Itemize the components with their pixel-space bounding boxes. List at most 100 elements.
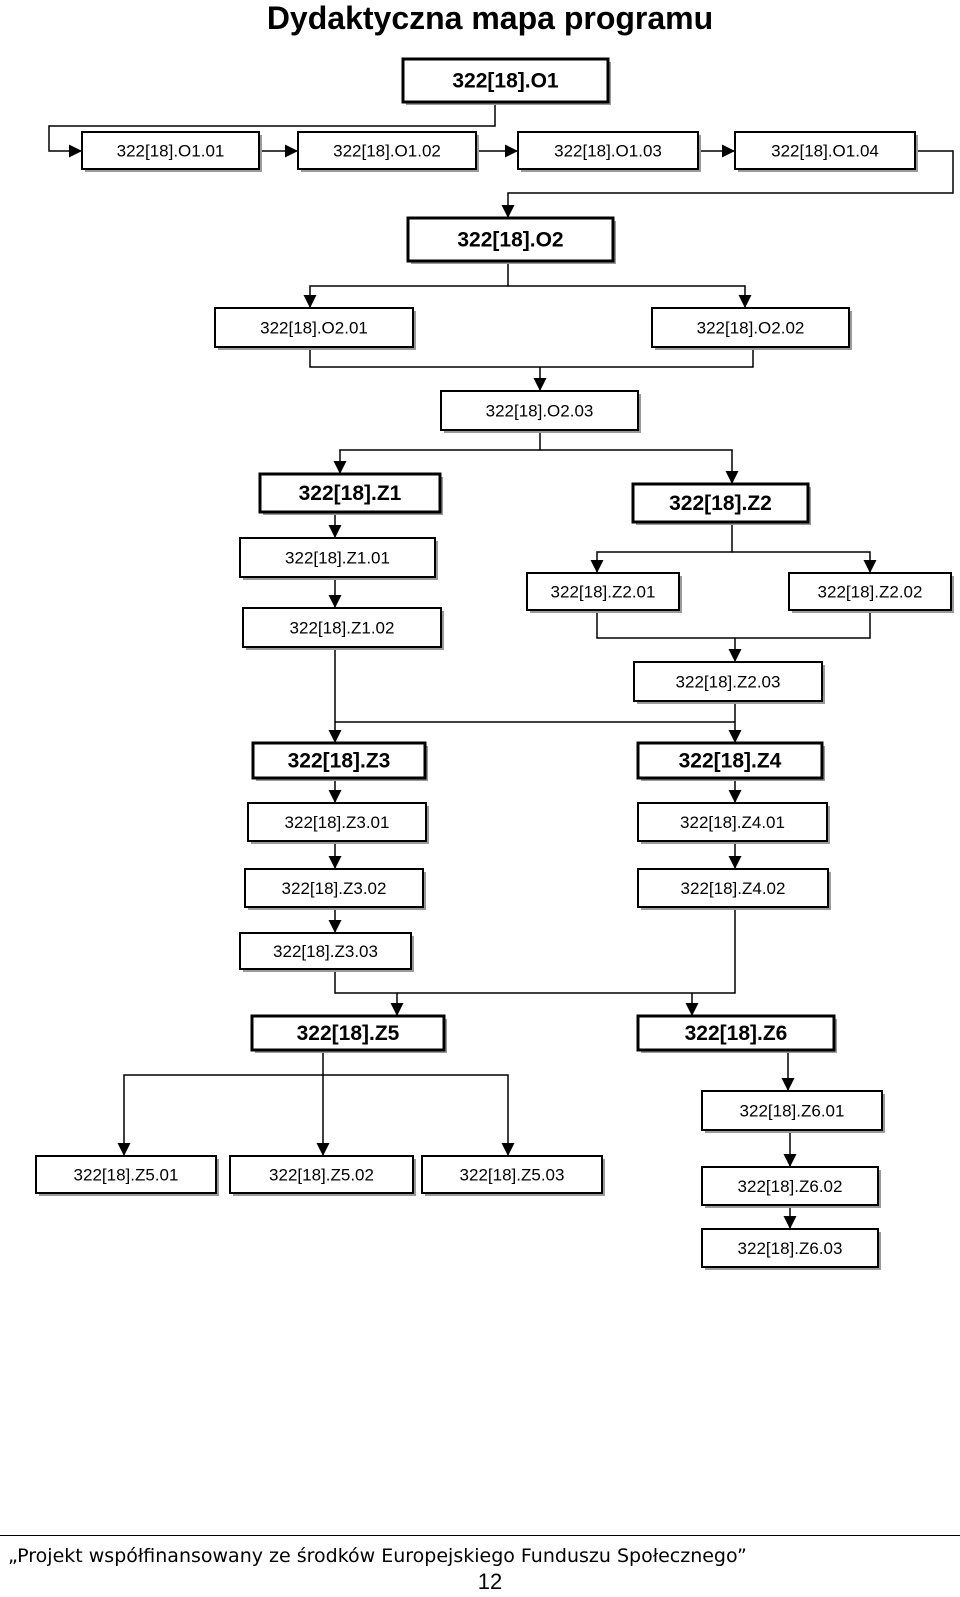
connector-o2-to-o202 [508, 285, 752, 308]
node-o2-02-label: 322[18].O2.02 [697, 319, 805, 338]
node-z1-02: 322[18].Z1.02 [242, 607, 444, 650]
footer-funding-note: „Projekt współfinansowany ze środków Eur… [8, 1545, 747, 1567]
connector-o203-to-z2 [540, 449, 739, 484]
node-o2-02: 322[18].O2.02 [651, 307, 852, 350]
program-map-diagram: 322[18].O1 322[18].O1.01 322[18].O1.02 322[… [35, 57, 954, 1270]
node-z6-02-box [701, 1166, 879, 1206]
page-title: Dydaktyczna mapa programu [266, 0, 714, 36]
node-o2-02-box [651, 307, 850, 348]
node-z4-02-label: 322[18].Z4.02 [681, 879, 786, 898]
node-o1-03-label: 322[18].O1.03 [554, 142, 662, 161]
node-o1-box [401, 57, 610, 104]
connector-o203-to-z1 [333, 430, 541, 474]
node-z2-01-box [526, 572, 680, 611]
node-o2-label: 322[18].O2 [457, 229, 563, 252]
node-o1-01-box [81, 131, 260, 170]
node-z5-01: 322[18].Z5.01 [35, 1155, 219, 1196]
node-z2-02-label: 322[18].Z2.02 [818, 583, 923, 602]
node-z5-03-box [421, 1155, 603, 1194]
node-z5-01-box [35, 1155, 217, 1194]
node-z3-02-label: 322[18].Z3.02 [282, 879, 387, 898]
node-z1-01-box [239, 537, 436, 578]
node-o2: 322[18].O2 [406, 216, 616, 264]
connector-z203-to-z4 [335, 701, 735, 743]
node-z5-03-label: 322[18].Z5.03 [460, 1166, 565, 1185]
node-z4-02-box [637, 868, 829, 908]
node-o2-box [406, 216, 615, 263]
connector-z2-to-z201 [590, 522, 733, 573]
node-o1-02-label: 322[18].O1.02 [333, 142, 441, 161]
node-z6: 322[18].Z6 [636, 1014, 837, 1053]
node-o1: 322[18].O1 [401, 57, 611, 105]
node-o1-03-box [517, 131, 699, 170]
node-z2-03-label: 322[18].Z2.03 [676, 673, 781, 692]
node-o1-04-label: 322[18].O1.04 [771, 142, 879, 161]
node-z2-box [631, 482, 810, 524]
node-z6-01: 322[18].Z6.01 [701, 1090, 885, 1133]
node-z2-02-box [788, 572, 952, 611]
node-z3-box [251, 741, 427, 780]
node-o1-02: 322[18].O1.02 [297, 131, 479, 172]
node-z5-03: 322[18].Z5.03 [421, 1155, 605, 1196]
connector-o104-to-o2 [501, 150, 954, 218]
connector-z201-z202-to-z203 [596, 610, 871, 662]
node-z2-01-label: 322[18].Z2.01 [551, 583, 656, 602]
node-z2-01: 322[18].Z2.01 [526, 572, 682, 613]
node-z4-02: 322[18].Z4.02 [637, 868, 831, 910]
node-z1-box [258, 472, 442, 514]
node-o2-03: 322[18].O2.03 [440, 390, 641, 433]
node-o1-01: 322[18].O1.01 [81, 131, 262, 172]
node-z4-box [636, 741, 824, 780]
node-o1-03: 322[18].O1.03 [517, 131, 701, 172]
page-number: 12 [477, 1569, 503, 1594]
connector-lines [48, 102, 954, 1229]
node-z6-03-label: 322[18].Z6.03 [738, 1239, 843, 1258]
node-z1-02-box [242, 607, 442, 648]
node-z5-01-label: 322[18].Z5.01 [74, 1166, 179, 1185]
node-z1-01: 322[18].Z1.01 [239, 537, 438, 580]
node-z6-03: 322[18].Z6.03 [701, 1228, 881, 1270]
connector-to-z5 [334, 969, 404, 1016]
node-z6-03-box [701, 1228, 879, 1268]
node-z2-03: 322[18].Z2.03 [633, 661, 825, 704]
node-o1-04-box [734, 131, 916, 170]
node-o2-03-box [440, 390, 639, 431]
node-z5-02-box [229, 1155, 414, 1194]
node-z3-03-box [239, 932, 412, 970]
node-z1-01-label: 322[18].Z1.01 [285, 549, 390, 568]
node-z6-label: 322[18].Z6 [685, 1022, 788, 1045]
node-z1-label: 322[18].Z1 [299, 482, 402, 505]
node-z5-box [250, 1014, 446, 1052]
node-z4: 322[18].Z4 [636, 741, 825, 781]
connector-to-z6 [397, 907, 736, 1016]
node-z2: 322[18].Z2 [631, 482, 811, 525]
connector-o2-to-o201 [303, 261, 509, 308]
node-z1-02-label: 322[18].Z1.02 [290, 619, 395, 638]
connector-o1-to-o101 [48, 102, 496, 158]
node-o1-02-box [297, 131, 477, 170]
node-z1: 322[18].Z1 [258, 472, 443, 515]
node-z3-02: 322[18].Z3.02 [244, 868, 426, 910]
node-z6-02: 322[18].Z6.02 [701, 1166, 881, 1208]
node-z6-01-label: 322[18].Z6.01 [740, 1102, 845, 1121]
node-o2-01-label: 322[18].O2.01 [260, 319, 368, 338]
node-z5-02-label: 322[18].Z5.02 [269, 1166, 374, 1185]
node-z3-03: 322[18].Z3.03 [239, 932, 414, 972]
node-z4-label: 322[18].Z4 [679, 750, 782, 773]
node-z5-02: 322[18].Z5.02 [229, 1155, 416, 1196]
node-z3-01-box [247, 802, 427, 842]
footer-divider [0, 1535, 960, 1536]
node-z2-03-box [633, 661, 823, 702]
node-z3-03-label: 322[18].Z3.03 [273, 942, 378, 961]
node-z2-label: 322[18].Z2 [669, 492, 772, 515]
node-z2-02: 322[18].Z2.02 [788, 572, 954, 613]
node-z6-02-label: 322[18].Z6.02 [738, 1177, 843, 1196]
node-z3-label: 322[18].Z3 [288, 750, 391, 773]
node-o2-01-box [214, 307, 414, 348]
connector-z2-to-z202 [732, 551, 877, 573]
node-z4-01-box [637, 802, 828, 842]
node-z3-01: 322[18].Z3.01 [247, 802, 429, 844]
node-o2-01: 322[18].O2.01 [214, 307, 416, 350]
node-z3-01-label: 322[18].Z3.01 [285, 813, 390, 832]
node-z4-01: 322[18].Z4.01 [637, 802, 830, 844]
